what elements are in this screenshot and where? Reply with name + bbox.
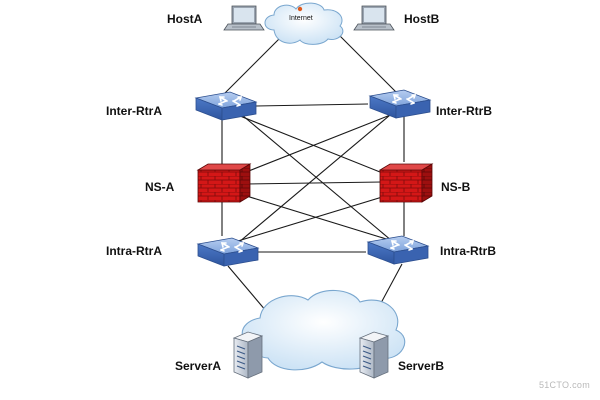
label-internet: Internet [289, 15, 313, 22]
firewall-icon [197, 163, 251, 203]
label-intra-rtr-b: Intra-RtrB [440, 244, 496, 258]
server-icon [359, 331, 389, 379]
router-icon [195, 91, 257, 121]
laptop-icon [353, 5, 395, 31]
cloud-icon [264, 2, 344, 45]
label-ns-a: NS-A [145, 180, 175, 194]
label-host-b: HostB [404, 12, 440, 26]
label-server-a: ServerA [175, 359, 222, 373]
internet-cloud [264, 2, 344, 45]
laptop-icon [223, 5, 265, 31]
watermark: 51CTO.com [538, 380, 590, 390]
server-icon [233, 331, 263, 379]
label-intra-rtr-a: Intra-RtrA [106, 244, 162, 258]
label-ns-b: NS-B [441, 180, 471, 194]
label-inter-rtr-a: Inter-RtrA [106, 104, 162, 118]
label-inter-rtr-b: Inter-RtrB [436, 104, 492, 118]
label-host-a: HostA [167, 12, 203, 26]
router-icon [197, 237, 259, 267]
label-server-b: ServerB [398, 359, 445, 373]
firewall-icon [379, 163, 433, 203]
router-icon [369, 89, 431, 119]
router-icon [367, 235, 429, 265]
